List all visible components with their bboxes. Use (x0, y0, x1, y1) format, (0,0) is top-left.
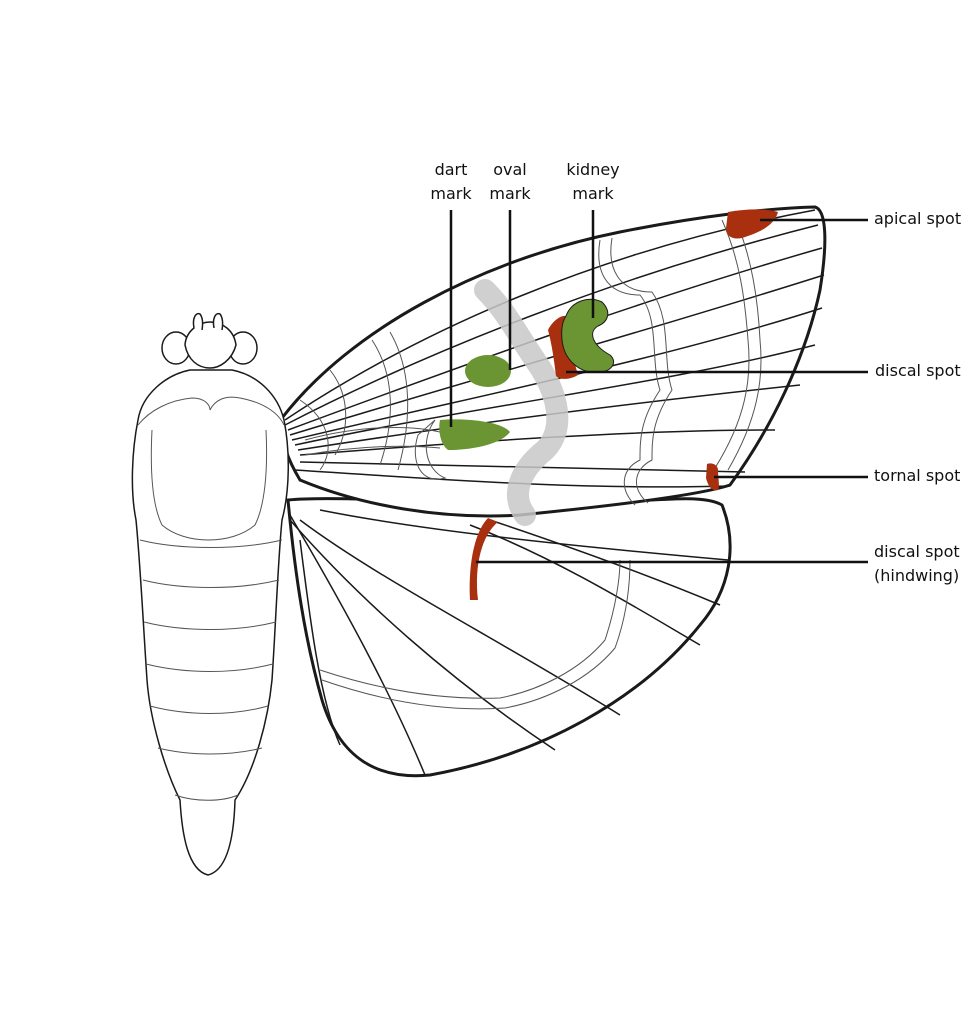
kidney-mark-label-line2: mark (572, 184, 614, 203)
forewing (280, 205, 827, 526)
apical-spot-label: apical spot (874, 209, 962, 228)
dart-mark-label-line1: dart (434, 160, 468, 179)
oval-mark-label-line1: oval (493, 160, 527, 179)
discal-spot-hindwing-label-line2: (hindwing) (874, 566, 960, 585)
hindwing (286, 497, 732, 778)
tornal-spot-label: tornal spot (874, 466, 961, 485)
hindwing-discal-spot-shape (469, 518, 498, 600)
kidney-mark-label: kidney mark (553, 158, 633, 206)
moth-body (131, 312, 290, 876)
oval-mark-label-line2: mark (489, 184, 531, 203)
dart-mark-label-line2: mark (430, 184, 472, 203)
oval-mark-label: oval mark (480, 158, 540, 206)
dart-mark-label: dart mark (421, 158, 481, 206)
apical-spot-shape (726, 209, 778, 239)
tornal-spot-shape (706, 463, 719, 491)
dart-mark-shape (439, 419, 510, 450)
kidney-mark-label-line1: kidney (566, 160, 620, 179)
oval-mark-shape (465, 355, 511, 387)
kidney-mark-shape (561, 298, 614, 373)
discal-spot-hindwing-label-line1: discal spot (874, 542, 960, 561)
discal-spot-label: discal spot (875, 361, 961, 380)
leader-lines (449, 210, 868, 564)
discal-spot-hindwing-label: discal spot (hindwing) (874, 540, 960, 588)
